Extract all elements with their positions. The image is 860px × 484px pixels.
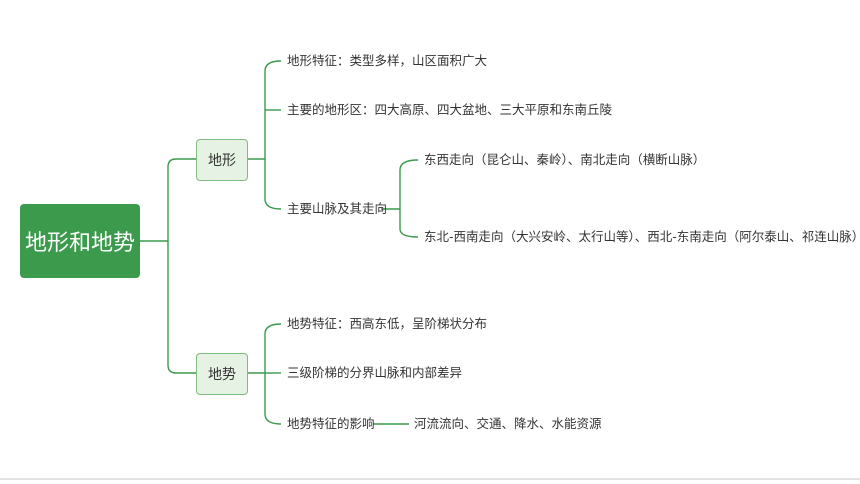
terrain-regions[interactable]: 主要的地形区：四大高原、四大盆地、三大平原和东南丘陵 [287, 102, 613, 117]
bottom-divider [0, 478, 860, 480]
mountain-direction-1[interactable]: 东西走向（昆仑山、秦岭）、南北走向（横断山脉） [424, 152, 706, 167]
relief-feature[interactable]: 地势特征：西高东低，呈阶梯状分布 [287, 316, 488, 331]
root-topic[interactable]: 地形和地势 [20, 204, 140, 278]
relief-influence[interactable]: 地势特征的影响 [287, 416, 375, 431]
branch-terrain[interactable]: 地形 [196, 139, 248, 181]
relief-influence-detail[interactable]: 河流流向、交通、降水、水能资源 [414, 416, 602, 431]
terrain-feature[interactable]: 地形特征：类型多样，山区面积广大 [287, 53, 488, 68]
branch-relief[interactable]: 地势 [196, 353, 248, 395]
mountain-direction-2[interactable]: 东北-西南走向（大兴安岭、太行山等）、西北-东南走向（阿尔泰山、祁连山脉） [424, 229, 860, 244]
mountain-directions[interactable]: 主要山脉及其走向 [287, 201, 388, 216]
three-step-staircase[interactable]: 三级阶梯的分界山脉和内部差异 [287, 365, 463, 380]
